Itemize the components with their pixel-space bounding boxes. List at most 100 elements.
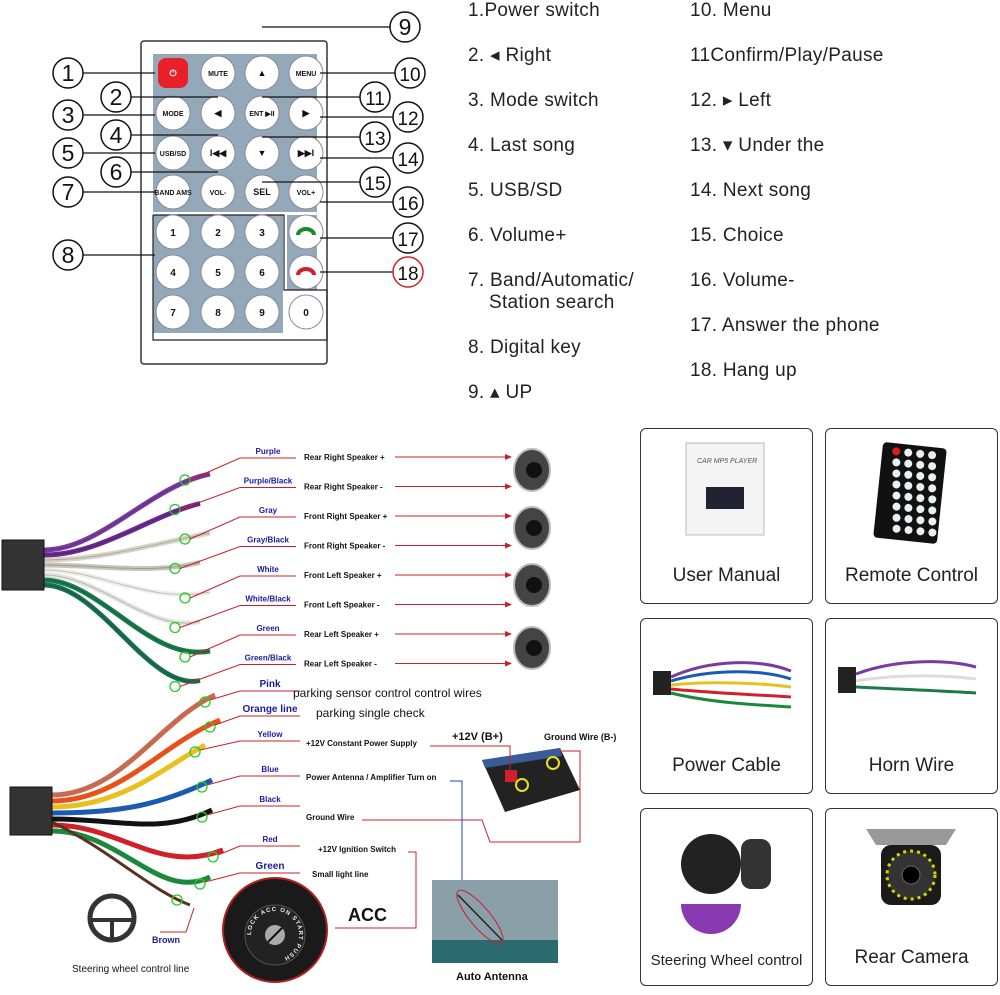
svg-text:12: 12 [397,109,418,130]
remote-button: SEL [244,174,280,210]
product-user-manual: CAR MP5 PLAYER User Manual [640,428,813,604]
svg-text:Front Left Speaker -: Front Left Speaker - [304,601,380,610]
antenna-label: Auto Antenna [456,971,529,983]
power-wire: Pink parking sensor control control wires [51,679,482,798]
keypad-button-8: 8 [200,294,236,330]
legend-item: 5. USB/SD [468,180,563,201]
svg-text:Gray/Black: Gray/Black [247,536,289,545]
ignition-switch-image [222,877,328,983]
steering-control-image [681,834,771,934]
svg-text:▶: ▶ [302,108,311,118]
svg-text:parking single check: parking single check [316,706,426,720]
remote-button: ⏻ [158,58,188,88]
legend-item: 11Confirm/Play/Pause [690,45,884,66]
svg-text:Orange line: Orange line [242,704,297,715]
hang-up-icon [296,267,316,276]
svg-text:8: 8 [62,242,75,268]
callout-15: 15 [262,166,391,198]
remote-button: MUTE [200,55,236,91]
callout-17: 17 [320,222,424,254]
product-label: Remote Control [844,565,979,586]
remote-button: VOL- [200,174,236,210]
callout-9: 9 [262,11,421,43]
speaker-icon [513,506,551,550]
legend-item: 1.Power switch [468,0,600,21]
svg-text:▼: ▼ [258,148,267,158]
legend-item: 8. Digital key [468,337,581,358]
product-label: Horn Wire [868,755,955,776]
svg-text:1: 1 [170,228,176,239]
svg-text:Front Right Speaker -: Front Right Speaker - [304,542,386,551]
power-wire: Orange line parking single check [51,704,426,804]
remote-button: MODE [155,95,191,131]
rear-camera-image [866,829,956,905]
svg-text:parking sensor control control: parking sensor control control wires [293,686,482,700]
product-power-cable: Power Cable [640,618,813,794]
product-horn-wire: Horn Wire [825,618,998,794]
svg-text:15: 15 [364,174,385,195]
legend-item: 17. Answer the phone [690,315,880,336]
legend-item: 18. Hang up [690,360,797,381]
b-plus-leader [430,745,511,772]
legend-item: 10. Menu [690,0,772,21]
callout-11: 11 [262,81,391,113]
svg-text:10: 10 [399,65,420,86]
svg-text:3: 3 [62,102,75,128]
legend-item: 3. Mode switch [468,90,599,111]
svg-text:+12V Ignition Switch: +12V Ignition Switch [318,845,396,854]
callout-6: 6 [100,156,218,188]
speaker-icon [513,448,551,492]
remote-button: MENU [288,55,324,91]
svg-text:ENT ▶II: ENT ▶II [249,111,274,118]
svg-text:Gray: Gray [259,506,278,515]
svg-text:Green/Black: Green/Black [245,654,292,663]
product-label: Rear Camera [854,947,969,968]
callout-14: 14 [320,142,424,174]
svg-text:BAND AMS: BAND AMS [154,190,192,197]
svg-text:◀: ◀ [214,108,223,118]
svg-text:SEL: SEL [253,187,271,197]
keypad-button-4: 4 [155,254,191,290]
horn-wire-image [838,660,977,695]
antenna-image [432,880,558,963]
keypad-button-1: 1 [155,214,191,250]
svg-text:Pink: Pink [259,679,281,690]
power-connector [9,786,53,836]
svg-text:5: 5 [215,268,221,279]
svg-text:Small light line: Small light line [312,870,369,879]
power-wire: Yellow+12V Constant Power Supply [51,730,417,810]
remote-button: I◀◀ [200,135,236,171]
svg-text:MODE: MODE [163,111,184,118]
svg-text:3: 3 [259,228,265,239]
manual-image: CAR MP5 PLAYER [685,442,765,536]
svg-text:2: 2 [110,84,123,110]
product-remote-control: Remote Control [825,428,998,604]
keypad-button-2: 2 [200,214,236,250]
svg-text:VOL+: VOL+ [297,190,315,197]
svg-text:8: 8 [215,308,221,319]
svg-text:16: 16 [397,194,418,215]
remote-button: ▼ [244,135,280,171]
svg-text:7: 7 [170,308,176,319]
callout-13: 13 [262,121,391,153]
legend-item: 13. ▾ Under the [690,135,825,156]
callout-16: 16 [320,186,424,218]
battery-icon [482,748,580,812]
svg-text:Steering wheel control line: Steering wheel control line [72,964,190,975]
legend-item: 6. Volume+ [468,225,567,246]
legend-item: 9. ▴ UP [468,382,533,403]
power-wire: Red+12V Ignition Switch [51,822,396,863]
svg-text:I◀◀: I◀◀ [210,148,227,158]
svg-text:Purple/Black: Purple/Black [244,477,293,486]
acc-leader [335,851,417,929]
product-label: Steering Wheel control [650,952,803,969]
keypad-button-0: 0 [288,294,324,330]
